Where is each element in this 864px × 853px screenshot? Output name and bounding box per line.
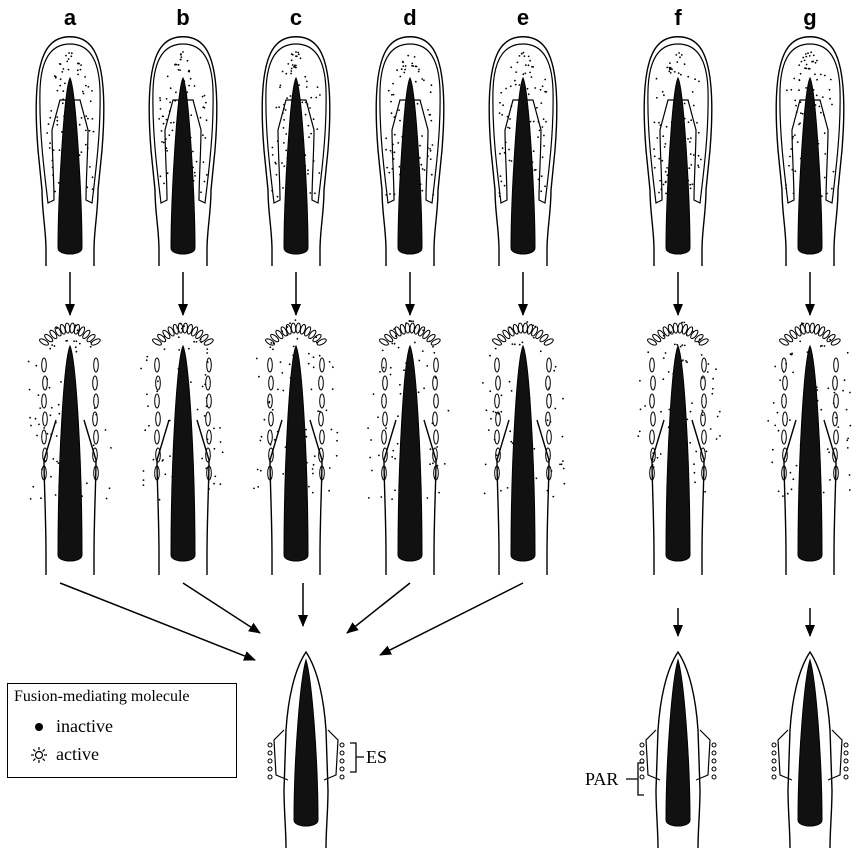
sperm-head-intact-b — [149, 37, 217, 266]
column-labels: a b c d e f g — [64, 5, 817, 30]
filled-dot-icon — [30, 718, 52, 736]
arrow-d-to-reacted — [347, 583, 410, 633]
sun-icon — [30, 746, 52, 764]
sperm-head-vesiculating-f — [637, 322, 721, 576]
legend-label-active: active — [56, 744, 99, 765]
es-bracket — [350, 743, 364, 772]
legend-title: Fusion-mediating molecule — [14, 688, 190, 706]
row-vesiculating-acrosome — [28, 319, 851, 575]
arrow-b-to-reacted — [183, 583, 260, 633]
column-label-e: e — [517, 5, 529, 30]
sperm-head-vesiculating-d — [367, 320, 449, 575]
sperm-head-vesiculating-a — [28, 323, 112, 575]
sperm-head-vesiculating-c — [253, 319, 338, 575]
legend: Fusion-mediating molecule inactive activ… — [7, 683, 237, 778]
legend-label-inactive: inactive — [56, 716, 113, 737]
legend-item-inactive: inactive — [30, 716, 113, 737]
sperm-head-intact-c — [262, 37, 330, 266]
sperm-head-reacted-common — [268, 652, 344, 848]
sperm-head-reacted-g — [772, 652, 848, 848]
sperm-head-vesiculating-g — [767, 322, 851, 575]
sperm-head-reacted-f — [640, 652, 716, 848]
par-label: PAR — [585, 769, 618, 789]
column-label-c: c — [290, 5, 302, 30]
sperm-head-vesiculating-b — [140, 323, 223, 575]
sperm-head-intact-f — [644, 37, 712, 266]
column-label-f: f — [674, 5, 682, 30]
column-label-a: a — [64, 5, 77, 30]
column-label-d: d — [403, 5, 416, 30]
arrow-a-to-reacted — [60, 583, 255, 660]
sperm-head-intact-a — [36, 37, 104, 266]
sperm-head-vesiculating-e — [482, 321, 565, 575]
es-label: ES — [366, 747, 387, 767]
sperm-head-intact-e — [489, 37, 557, 266]
column-label-g: g — [803, 5, 816, 30]
column-label-b: b — [176, 5, 189, 30]
sperm-head-intact-g — [776, 37, 844, 266]
arrow-e-to-reacted — [380, 583, 523, 655]
sperm-head-intact-d — [376, 37, 444, 266]
legend-item-active: active — [30, 744, 99, 765]
row-reacted-sperm — [268, 652, 848, 848]
annotations: ES PAR — [350, 743, 644, 795]
row-intact-acrosome — [36, 37, 844, 266]
